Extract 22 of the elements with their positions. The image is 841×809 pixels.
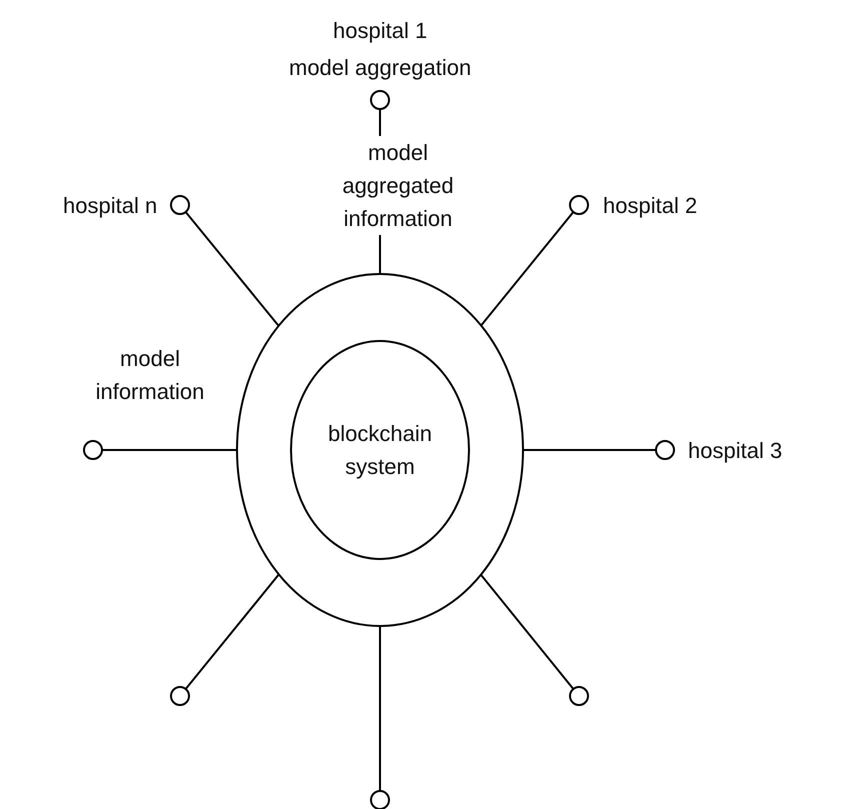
connector-line — [480, 211, 574, 326]
endpoint-circle — [569, 686, 589, 706]
node-caption: hospital 2 — [603, 192, 698, 220]
connector-line — [184, 574, 280, 690]
connector-line — [379, 626, 381, 791]
endpoint-circle — [370, 90, 390, 110]
endpoint-circle — [83, 440, 103, 460]
connector-line — [184, 211, 280, 326]
endpoint-circle — [655, 440, 675, 460]
ring-ellipse — [236, 273, 524, 627]
node-label: blockchain system — [327, 420, 433, 481]
node-caption: hospital 3 — [688, 436, 782, 465]
endpoint-circle — [170, 686, 190, 706]
system-ellipse — [290, 340, 470, 560]
connector-line — [523, 449, 656, 451]
connector-line — [480, 574, 574, 690]
node-caption: hospital 1 — [333, 16, 428, 45]
node-caption: hospital n — [63, 192, 158, 220]
node-caption: model aggregation — [289, 54, 472, 82]
connector-line — [102, 449, 237, 451]
endpoint-circle — [170, 195, 190, 215]
endpoint-circle — [569, 195, 589, 215]
